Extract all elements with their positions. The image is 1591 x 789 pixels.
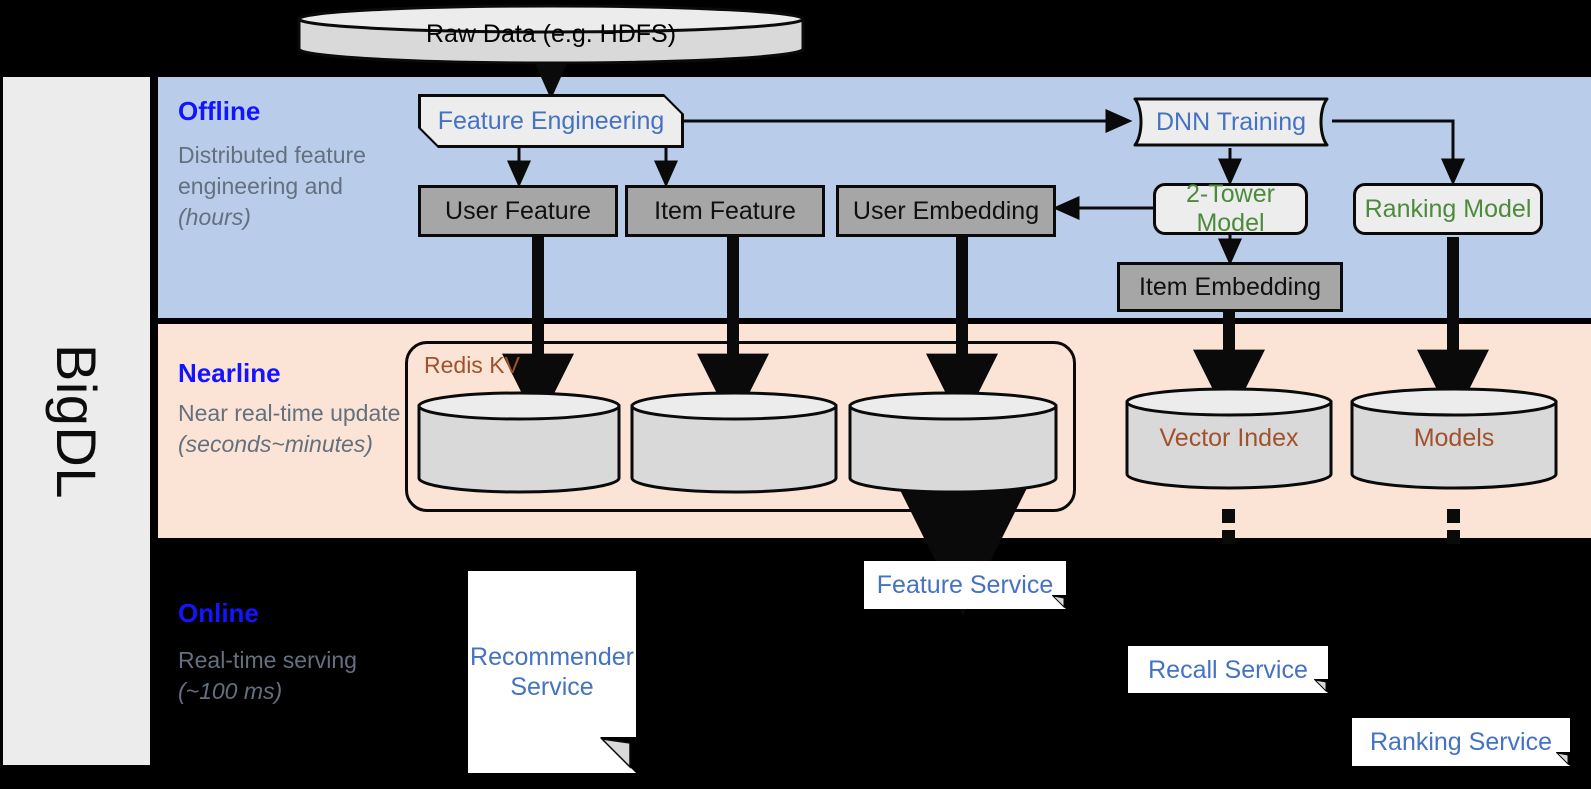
item-feature-store-cylinder[interactable] bbox=[629, 390, 839, 494]
nearline-subtitle-text: Near real-time update bbox=[178, 400, 401, 426]
user-embedding-label: User Embedding bbox=[852, 196, 1040, 225]
nearline-subtitle-italic: (seconds~minutes) bbox=[178, 431, 373, 458]
two-tower-model-label: 2-Tower Model bbox=[1186, 180, 1275, 237]
recall-service-node[interactable]: Recall Service bbox=[1128, 646, 1328, 693]
online-subtitle: Real-time serving (~100 ms) bbox=[178, 645, 408, 707]
user-embedding-store-cylinder[interactable] bbox=[847, 390, 1059, 494]
recommender-service-node[interactable]: Recommender Service bbox=[468, 571, 636, 773]
ranking-service-label: Ranking Service bbox=[1369, 728, 1553, 756]
user-feature-store-cylinder[interactable] bbox=[416, 390, 622, 494]
user-embedding-node[interactable]: User Embedding bbox=[836, 185, 1056, 237]
offline-subtitle: Distributed feature engineering and (hou… bbox=[178, 140, 408, 233]
feature-engineering-label: Feature Engineering bbox=[437, 106, 665, 135]
page-fold-icon bbox=[1556, 752, 1570, 766]
feature-service-label: Feature Service bbox=[876, 571, 1054, 599]
bigdl-label: BigDL bbox=[45, 343, 108, 499]
models-cylinder[interactable]: Models bbox=[1349, 386, 1559, 490]
two-tower-model-node[interactable]: 2-Tower Model bbox=[1153, 180, 1308, 237]
recall-service-label: Recall Service bbox=[1148, 655, 1308, 684]
item-feature-label: Item Feature bbox=[654, 196, 796, 225]
feature-engineering-node[interactable]: Feature Engineering bbox=[418, 94, 684, 148]
page-fold-icon bbox=[1314, 679, 1328, 693]
raw-data-cylinder: Raw Data (e.g. HDFS) bbox=[296, 4, 806, 64]
redis-kv-container bbox=[405, 341, 1076, 512]
user-feature-label: User Feature bbox=[445, 196, 591, 225]
offline-subtitle-italic: (hours) bbox=[178, 204, 251, 231]
item-embedding-label: Item Embedding bbox=[1138, 272, 1322, 301]
ranking-model-label: Ranking Model bbox=[1364, 194, 1532, 223]
page-fold-icon bbox=[1052, 595, 1066, 609]
recommender-service-label: Recommender Service bbox=[470, 643, 634, 701]
item-embedding-node[interactable]: Item Embedding bbox=[1117, 262, 1343, 312]
ranking-model-node[interactable]: Ranking Model bbox=[1353, 183, 1543, 235]
vector-index-cylinder[interactable]: Vector Index bbox=[1124, 386, 1334, 490]
online-subtitle-italic: (~100 ms) bbox=[178, 678, 283, 705]
dnn-training-label: DNN Training bbox=[1155, 107, 1307, 136]
redis-kv-label: Redis KV bbox=[424, 352, 520, 378]
dnn-training-node[interactable]: DNN Training bbox=[1131, 95, 1331, 149]
user-feature-node[interactable]: User Feature bbox=[418, 185, 618, 237]
feature-service-node[interactable]: Feature Service bbox=[864, 561, 1066, 609]
bigdl-sidebar: BigDL bbox=[3, 77, 150, 765]
online-subtitle-text: Real-time serving bbox=[178, 647, 357, 673]
offline-subtitle-text: Distributed feature engineering and bbox=[178, 142, 366, 200]
ranking-service-node[interactable]: Ranking Service bbox=[1352, 718, 1570, 766]
offline-title: Offline bbox=[178, 96, 261, 126]
nearline-title: Nearline bbox=[178, 358, 281, 388]
online-title: Online bbox=[178, 598, 259, 628]
bigdl-logo-text: BigDL bbox=[3, 77, 150, 765]
nearline-subtitle: Near real-time update (seconds~minutes) bbox=[178, 398, 408, 460]
page-fold-icon bbox=[600, 737, 636, 773]
item-feature-node[interactable]: Item Feature bbox=[625, 185, 825, 237]
